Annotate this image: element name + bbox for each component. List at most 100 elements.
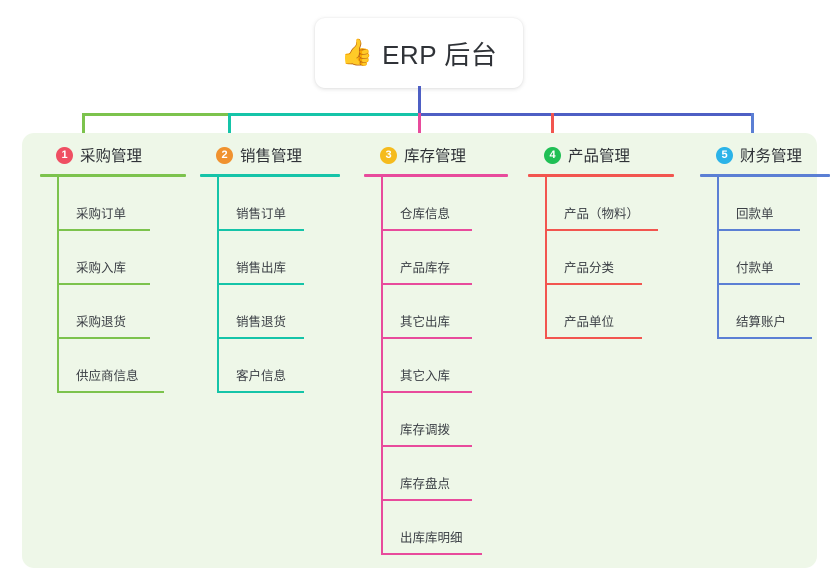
leaf-item-rule	[382, 553, 482, 555]
leaf-item-label: 供应商信息	[76, 369, 139, 383]
leaf-item-label: 销售退货	[236, 315, 287, 329]
leaf-item[interactable]: 其它出库	[382, 285, 508, 339]
leaf-item-label: 产品单位	[564, 315, 615, 329]
leaf-item-rule	[718, 337, 812, 339]
leaf-item-label: 销售出库	[236, 261, 287, 275]
leaf-item-label: 产品库存	[400, 261, 451, 275]
branch-items-2: 销售订单销售出库销售退货客户信息	[200, 177, 340, 393]
drop-stem-1	[82, 113, 85, 146]
leaf-item[interactable]: 出库库明细	[382, 501, 508, 555]
leaf-item[interactable]: 销售退货	[218, 285, 340, 339]
leaf-item[interactable]: 回款单	[718, 177, 830, 231]
leaf-item-label: 其它出库	[400, 315, 451, 329]
drop-stem-2	[228, 113, 231, 146]
leaf-item-label: 客户信息	[236, 369, 287, 383]
leaf-item-rule	[218, 391, 304, 393]
leaf-item[interactable]: 产品（物料）	[546, 177, 674, 231]
leaf-item-rule	[718, 229, 800, 231]
leaf-item-rule	[546, 229, 658, 231]
leaf-item[interactable]: 采购入库	[58, 231, 186, 285]
branch-title-3: 库存管理	[404, 148, 467, 165]
root-title: ERP 后台	[382, 39, 498, 70]
leaf-item-rule	[382, 445, 472, 447]
leaf-item[interactable]: 库存盘点	[382, 447, 508, 501]
branch-badge-4: 4	[544, 146, 561, 164]
bus-segment-blue	[418, 113, 754, 116]
root-stem	[418, 86, 421, 114]
leaf-item[interactable]: 供应商信息	[58, 339, 186, 393]
branch-items-3: 仓库信息产品库存其它出库其它入库库存调拨库存盘点出库库明细	[364, 177, 508, 555]
branch-title-5: 财务管理	[740, 148, 803, 165]
root-node[interactable]: 👍 ERP 后台	[315, 18, 523, 88]
leaf-item[interactable]: 产品库存	[382, 231, 508, 285]
leaf-item-label: 出库库明细	[400, 531, 463, 545]
branch-spine-1	[57, 177, 59, 393]
branch-spine-3	[381, 177, 383, 555]
leaf-item-rule	[58, 337, 150, 339]
leaf-item[interactable]: 销售订单	[218, 177, 340, 231]
leaf-item-label: 回款单	[736, 207, 774, 221]
leaf-item[interactable]: 付款单	[718, 231, 830, 285]
branch-header-4[interactable]: 4 产品管理	[528, 143, 674, 167]
leaf-item[interactable]: 产品分类	[546, 231, 674, 285]
leaf-item[interactable]: 采购退货	[58, 285, 186, 339]
branch-header-5[interactable]: 5 财务管理	[700, 143, 830, 167]
branch-header-1[interactable]: 1 采购管理	[40, 143, 186, 167]
branch-title-4: 产品管理	[568, 148, 631, 165]
leaf-item-rule	[58, 283, 150, 285]
branch-rule-1	[40, 174, 186, 177]
leaf-item-rule	[718, 283, 800, 285]
leaf-item-label: 销售订单	[236, 207, 287, 221]
bus-segment-teal	[228, 113, 419, 116]
branch-badge-2: 2	[216, 146, 233, 164]
leaf-item-label: 产品（物料）	[564, 207, 640, 221]
leaf-item-rule	[382, 283, 472, 285]
leaf-item[interactable]: 其它入库	[382, 339, 508, 393]
branch-title-1: 采购管理	[80, 148, 143, 165]
branch-column-5: 5 财务管理回款单付款单结算账户	[700, 143, 830, 339]
leaf-item-rule	[218, 283, 304, 285]
leaf-item-rule	[218, 229, 304, 231]
leaf-item-rule	[546, 337, 642, 339]
leaf-item[interactable]: 销售出库	[218, 231, 340, 285]
drop-stem-3	[418, 113, 421, 146]
branch-items-5: 回款单付款单结算账户	[700, 177, 830, 339]
drop-stem-4	[551, 113, 554, 146]
branch-rule-4	[528, 174, 674, 177]
leaf-item-label: 采购退货	[76, 315, 127, 329]
leaf-item-rule	[58, 391, 164, 393]
leaf-item-rule	[546, 283, 642, 285]
leaf-item[interactable]: 结算账户	[718, 285, 830, 339]
drop-stem-5	[751, 113, 754, 146]
branch-items-4: 产品（物料） 产品分类产品单位	[528, 177, 674, 339]
branch-rule-5	[700, 174, 830, 177]
branch-rule-2	[200, 174, 340, 177]
leaf-item[interactable]: 产品单位	[546, 285, 674, 339]
branch-badge-5: 5	[716, 146, 733, 164]
branch-spine-2	[217, 177, 219, 393]
leaf-item-rule	[382, 229, 472, 231]
branch-rule-3	[364, 174, 508, 177]
leaf-item-label: 其它入库	[400, 369, 451, 383]
leaf-item-rule	[382, 337, 472, 339]
leaf-item[interactable]: 库存调拨	[382, 393, 508, 447]
leaf-item-label: 产品分类	[564, 261, 615, 275]
branch-column-4: 4 产品管理产品（物料） 产品分类产品单位	[528, 143, 674, 339]
leaf-item-label: 付款单	[736, 261, 774, 275]
branch-items-1: 采购订单采购入库采购退货供应商信息	[40, 177, 186, 393]
leaf-item-rule	[58, 229, 150, 231]
leaf-item-label: 采购订单	[76, 207, 127, 221]
leaf-item-label: 仓库信息	[400, 207, 451, 221]
branch-spine-4	[545, 177, 547, 339]
leaf-item[interactable]: 采购订单	[58, 177, 186, 231]
leaf-item[interactable]: 客户信息	[218, 339, 340, 393]
branch-badge-1: 1	[56, 146, 73, 164]
leaf-item-label: 采购入库	[76, 261, 127, 275]
leaf-item[interactable]: 仓库信息	[382, 177, 508, 231]
leaf-item-rule	[218, 337, 304, 339]
